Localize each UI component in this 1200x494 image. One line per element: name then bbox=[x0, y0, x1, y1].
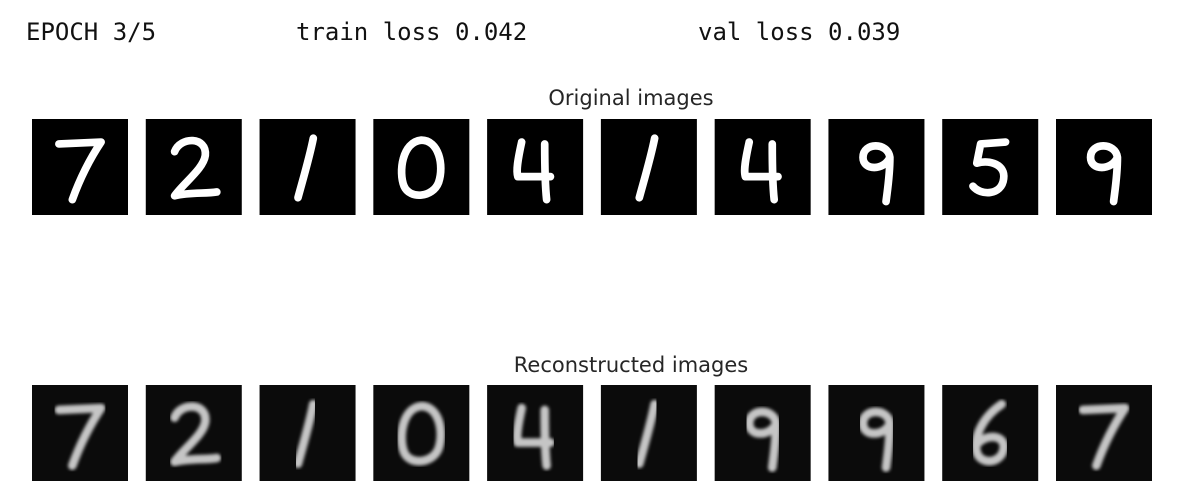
digit-7-stroke bbox=[55, 138, 105, 204]
original-images-title: Original images bbox=[548, 86, 714, 110]
digit-thumbnail bbox=[145, 385, 242, 481]
digit-2-stroke bbox=[170, 402, 222, 467]
digit-thumbnail bbox=[1056, 119, 1152, 215]
thumbnail-background bbox=[487, 119, 584, 215]
digit-thumbnail bbox=[259, 385, 356, 481]
digit-thumbnail bbox=[373, 385, 470, 481]
digit-thumbnail bbox=[714, 119, 811, 215]
digit-thumbnail bbox=[145, 119, 242, 215]
thumbnail-background bbox=[32, 385, 128, 481]
thumbnail-background bbox=[942, 119, 1039, 215]
thumbnail-background bbox=[487, 385, 584, 481]
digit-0-stroke bbox=[397, 136, 445, 199]
digit-4-stroke bbox=[512, 403, 555, 470]
digit-thumbnail bbox=[373, 119, 470, 215]
digit-7-stroke bbox=[1078, 403, 1130, 470]
thumbnail-background bbox=[145, 385, 242, 481]
digit-thumbnail bbox=[942, 119, 1039, 215]
row-recon-svg bbox=[32, 385, 1152, 481]
digit-1-stroke bbox=[634, 399, 659, 469]
digit-thumbnail bbox=[32, 385, 128, 481]
digit-0-stroke bbox=[397, 401, 446, 466]
digit-thumbnail bbox=[1056, 385, 1152, 481]
digit-1-stroke bbox=[635, 134, 659, 202]
digit-thumbnail bbox=[942, 385, 1039, 481]
digit-9-stroke bbox=[858, 407, 895, 472]
training-status-bar: EPOCH 3/5 train loss 0.042 val loss 0.03… bbox=[26, 14, 900, 158]
digit-4-stroke bbox=[513, 138, 555, 204]
digit-9-stroke bbox=[859, 142, 894, 206]
thumbnail-background bbox=[373, 119, 470, 215]
thumbnail-background bbox=[714, 119, 811, 215]
reconstructed-images-title: Reconstructed images bbox=[513, 353, 749, 377]
digit-7-stroke bbox=[54, 403, 106, 470]
digit-6-stroke bbox=[971, 399, 1008, 466]
digit-thumbnail bbox=[259, 119, 356, 215]
digit-thumbnail bbox=[32, 119, 128, 215]
digit-thumbnail bbox=[487, 119, 584, 215]
digit-9-stroke bbox=[744, 407, 781, 472]
digit-1-stroke bbox=[294, 134, 318, 202]
digit-thumbnail bbox=[487, 385, 584, 481]
digit-thumbnail bbox=[600, 119, 697, 215]
digit-thumbnail bbox=[828, 119, 925, 215]
digit-2-stroke bbox=[170, 136, 221, 200]
digit-thumbnail bbox=[714, 385, 811, 481]
digit-5-stroke bbox=[969, 138, 1010, 197]
epoch-counter: EPOCH 3/5 bbox=[26, 18, 157, 46]
digit-9-stroke bbox=[1086, 142, 1122, 206]
original-images-row bbox=[32, 119, 1152, 215]
val-loss-readout: val loss 0.039 bbox=[698, 18, 901, 46]
digit-thumbnail bbox=[828, 385, 925, 481]
digit-thumbnail bbox=[600, 385, 697, 481]
thumbnail-background bbox=[145, 119, 242, 215]
train-loss-readout: train loss 0.042 bbox=[296, 18, 528, 46]
reconstructed-images-row bbox=[32, 385, 1152, 481]
row-orig-svg bbox=[32, 119, 1152, 215]
digit-4-stroke bbox=[740, 138, 782, 204]
thumbnail-background bbox=[32, 119, 128, 215]
digit-1-stroke bbox=[293, 399, 318, 469]
thumbnail-background bbox=[373, 385, 470, 481]
thumbnail-background bbox=[1056, 385, 1152, 481]
